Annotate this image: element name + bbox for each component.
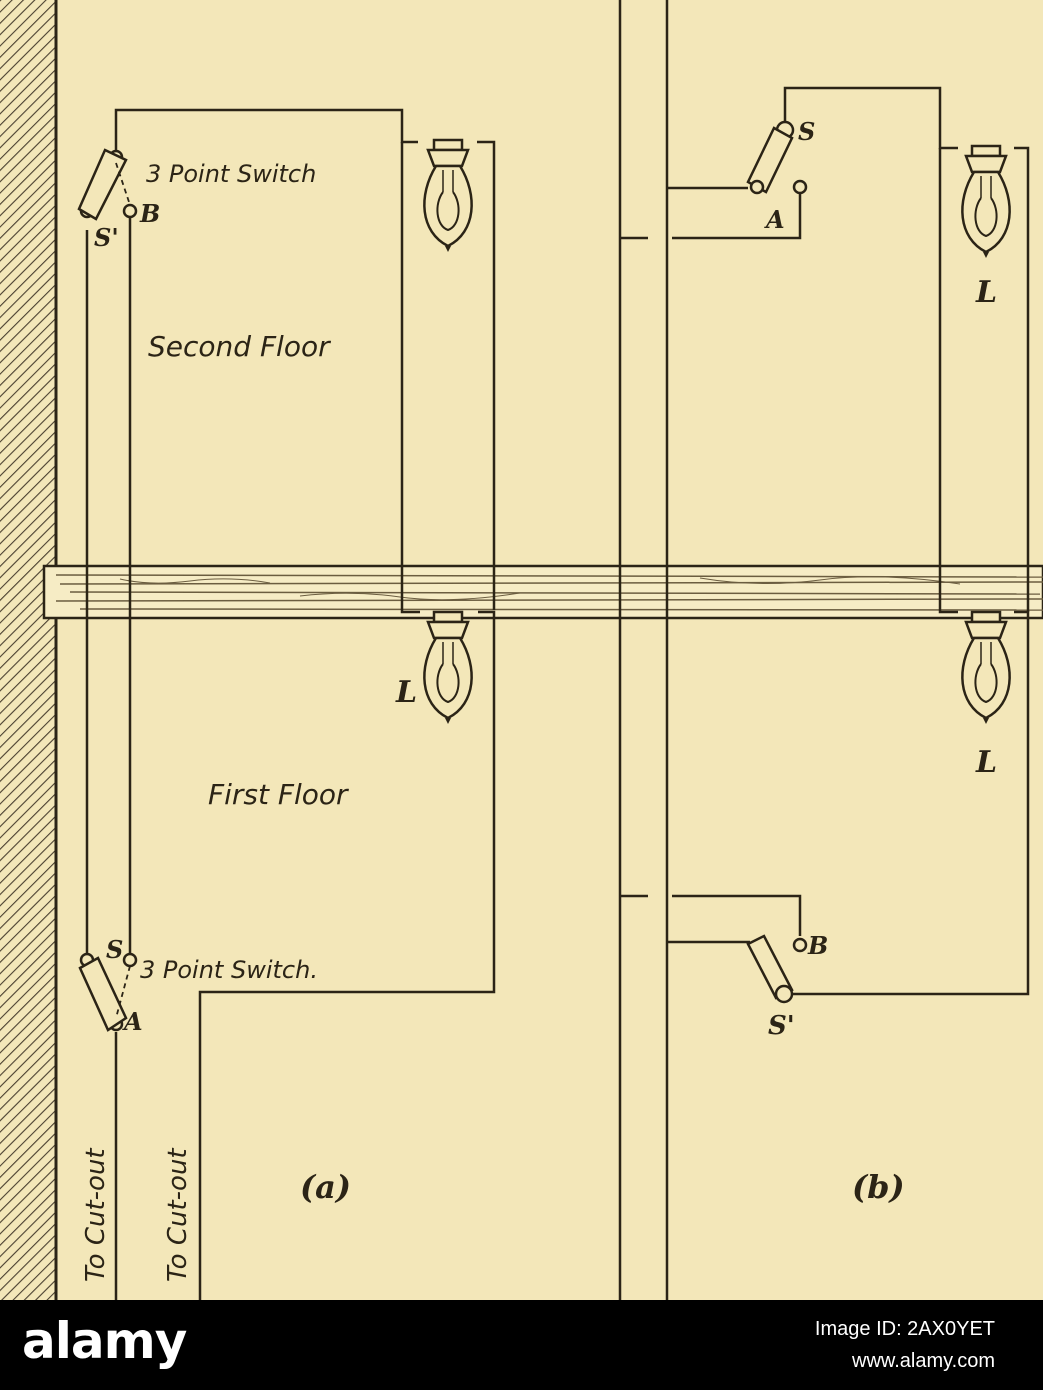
first-floor-label: First Floor [208,778,349,811]
wall-hatching [0,0,56,1300]
floor-beam [42,564,1043,620]
wiring-diagram: 3 Point Switch B S' Second Floor L First… [0,0,1043,1300]
lamp-b-upper [961,144,1011,260]
terminal-s-prime-label-a: S' [94,223,119,252]
switch-b-lower [746,934,808,1004]
terminal-a-label-a: A [122,1007,143,1036]
lower-switch-label: 3 Point Switch. [140,956,318,984]
terminal-a-label-b: A [764,205,785,234]
cutout-label-2: To Cut-out [163,1148,193,1282]
second-floor-label: Second Floor [148,330,331,363]
diagram-b-wires [618,0,1030,1300]
diagram-a-wires [85,108,496,1300]
image-id: Image ID: 2AX0YET [814,1318,995,1340]
lamp-b-lower [961,610,1011,726]
switch-a-upper [77,148,138,221]
lamp-a-lower [423,610,473,726]
terminal-b-label-b: B [807,931,828,960]
lamp-label-b-upper: L [975,275,997,310]
brand-logo: alamy [22,1312,187,1370]
terminal-s-label-b: S [798,117,815,146]
lamp-a-upper [423,138,473,254]
terminal-b-label-a: B [139,199,160,228]
terminal-s-prime-label-b: S' [768,1011,795,1041]
caption-b: (b) [852,1168,905,1206]
site-url: www.alamy.com [852,1350,995,1372]
terminal-s-label-a: S [106,935,123,964]
switch-b-upper [746,120,808,195]
cutout-label-1: To Cut-out [81,1148,111,1282]
caption-a: (a) [300,1168,351,1206]
switch-a-lower [78,952,138,1032]
upper-switch-label: 3 Point Switch [146,160,316,188]
lamp-label-a: L [395,675,417,710]
lamp-label-b-lower: L [975,745,997,780]
footer-bar: alamy Image ID: 2AX0YET www.alamy.com [0,1300,1043,1390]
